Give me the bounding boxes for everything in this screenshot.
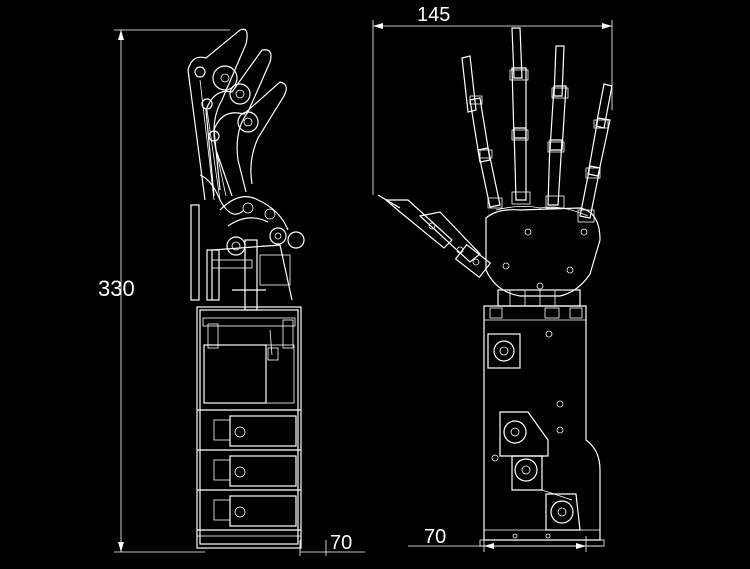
side-view: 330 70 [98, 28, 365, 556]
side-width-label: 70 [330, 532, 352, 554]
top-width-label: 145 [417, 4, 450, 26]
front-view: 145 70 [372, 4, 613, 552]
front-palm [485, 207, 601, 297]
front-servos [487, 333, 581, 531]
front-forearm [479, 305, 605, 547]
front-finger-ring [545, 45, 569, 209]
front-wrist [497, 289, 581, 307]
side-wrist-mechanism [190, 196, 305, 311]
front-thumb [377, 194, 492, 279]
side-width-dimension: 70 [299, 532, 365, 556]
side-forearm-frame [196, 306, 302, 549]
front-fingers [461, 27, 613, 223]
top-width-dimension: 145 [372, 4, 613, 195]
front-finger-little [577, 83, 613, 223]
bottom-width-label: 70 [424, 526, 446, 548]
height-dimension-label: 330 [98, 276, 135, 301]
front-finger-index [461, 55, 503, 209]
front-finger-middle [509, 27, 531, 205]
height-dimension: 330 [98, 29, 230, 553]
side-fingers [187, 28, 287, 215]
